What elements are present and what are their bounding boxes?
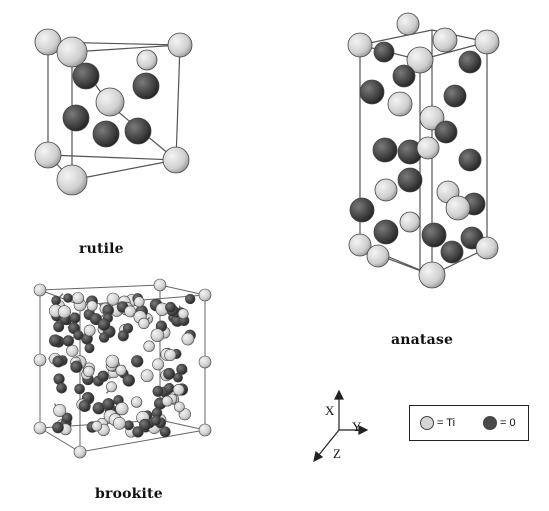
ti-atom-icon (420, 416, 434, 430)
rutile-label: rutile (79, 241, 124, 257)
brookite-o-atom (102, 398, 115, 411)
brookite-ti-atom (115, 364, 127, 376)
brookite-ti-atom (105, 354, 120, 369)
brookite-o-atom (122, 323, 134, 334)
anatase-atoms (347, 12, 500, 289)
brookite-corner-atom (33, 421, 47, 435)
brookite-o-atom (56, 382, 67, 394)
brookite-ti-atom (130, 396, 143, 408)
brookite-ti-atom (143, 340, 155, 352)
brookite-o-atom (52, 355, 65, 368)
brookite-ti-atom (115, 402, 129, 416)
legend-item-o: = 0 (483, 415, 516, 431)
brookite-ti-atom (112, 416, 126, 430)
brookite-o-atom (61, 412, 73, 424)
brookite-o-atom (122, 374, 135, 387)
anatase-label: anatase (391, 332, 454, 348)
brookite-corner-atom (198, 423, 212, 437)
brookite-label: brookite (95, 486, 163, 502)
brookite-o-atom (159, 426, 171, 438)
brookite-corner-atom (33, 353, 47, 367)
brookite-o-atom (117, 330, 129, 342)
brookite-o-atom (98, 332, 110, 343)
brookite-o-atom (185, 293, 196, 305)
brookite-o-atom (51, 295, 61, 306)
brookite-corner-atom (198, 355, 212, 369)
brookite-ti-atom (152, 358, 165, 371)
axis-z-label: Z (333, 446, 341, 461)
o-atom-icon (483, 416, 497, 430)
brookite-ti-atom (57, 305, 71, 319)
brookite-o-atom (74, 383, 85, 395)
axis-y-label: Y (352, 419, 362, 434)
brookite-ti-atom (106, 292, 120, 306)
brookite-ti-atom (66, 344, 79, 357)
brookite-ti-atom (53, 404, 67, 417)
brookite-corner-atom (73, 445, 87, 459)
brookite-ti-atom (86, 300, 98, 312)
rutile-atoms (34, 28, 193, 196)
legend-o-label: = 0 (500, 417, 516, 429)
brookite-atoms (33, 278, 212, 459)
brookite-ti-atom (83, 365, 95, 378)
brookite-ti-atom (133, 296, 145, 308)
legend-ti-label: = Ti (437, 417, 456, 429)
brookite-ti-atom (71, 292, 85, 305)
brookite-ti-atom (140, 369, 154, 383)
brookite-o-atom (97, 370, 109, 382)
brookite-ti-atom (172, 383, 185, 396)
brookite-corner-atom (153, 278, 167, 292)
legend-item-ti: = Ti (420, 415, 455, 431)
brookite-ti-atom (138, 317, 150, 330)
brookite-o-atom (69, 312, 81, 324)
brookite-o-atom (165, 301, 177, 313)
brookite-ti-atom (83, 324, 96, 337)
brookite-o-atom (62, 335, 75, 347)
brookite-o-atom (78, 399, 91, 413)
brookite-o-atom (150, 415, 162, 426)
brookite-o-atom (63, 293, 73, 303)
brookite-o-atom (176, 363, 188, 375)
brookite-o-atom (164, 383, 175, 394)
brookite-o-atom (163, 367, 176, 380)
brookite-ti-atom (161, 395, 173, 407)
brookite-o-atom (152, 385, 164, 397)
brookite-ti-atom (164, 348, 177, 362)
brookite-o-atom (132, 426, 144, 438)
brookite-o-atom (84, 343, 95, 354)
brookite-o-atom (53, 321, 65, 333)
brookite-ti-atom (181, 332, 195, 346)
brookite-o-atom (70, 360, 83, 373)
brookite-o-atom (97, 318, 111, 331)
brookite-ti-atom (174, 401, 185, 413)
brookite-ti-atom (91, 420, 103, 432)
axis-x-label: X (325, 403, 335, 418)
brookite-o-atom (52, 421, 64, 434)
brookite-o-atom (49, 334, 62, 347)
brookite-ti-atom (150, 328, 165, 342)
brookite-o-atom (139, 418, 152, 431)
brookite-corner-atom (33, 283, 47, 297)
legend: = Ti = 0 (409, 405, 529, 441)
brookite-corner-atom (198, 288, 212, 302)
brookite-ti-atom (106, 381, 117, 393)
brookite-ti-atom (124, 305, 137, 318)
axes-icon (313, 389, 369, 463)
brookite-o-atom (131, 355, 144, 368)
brookite-o-atom (73, 330, 84, 341)
brookite-ti-atom (177, 308, 189, 320)
brookite-o-atom (53, 373, 65, 385)
